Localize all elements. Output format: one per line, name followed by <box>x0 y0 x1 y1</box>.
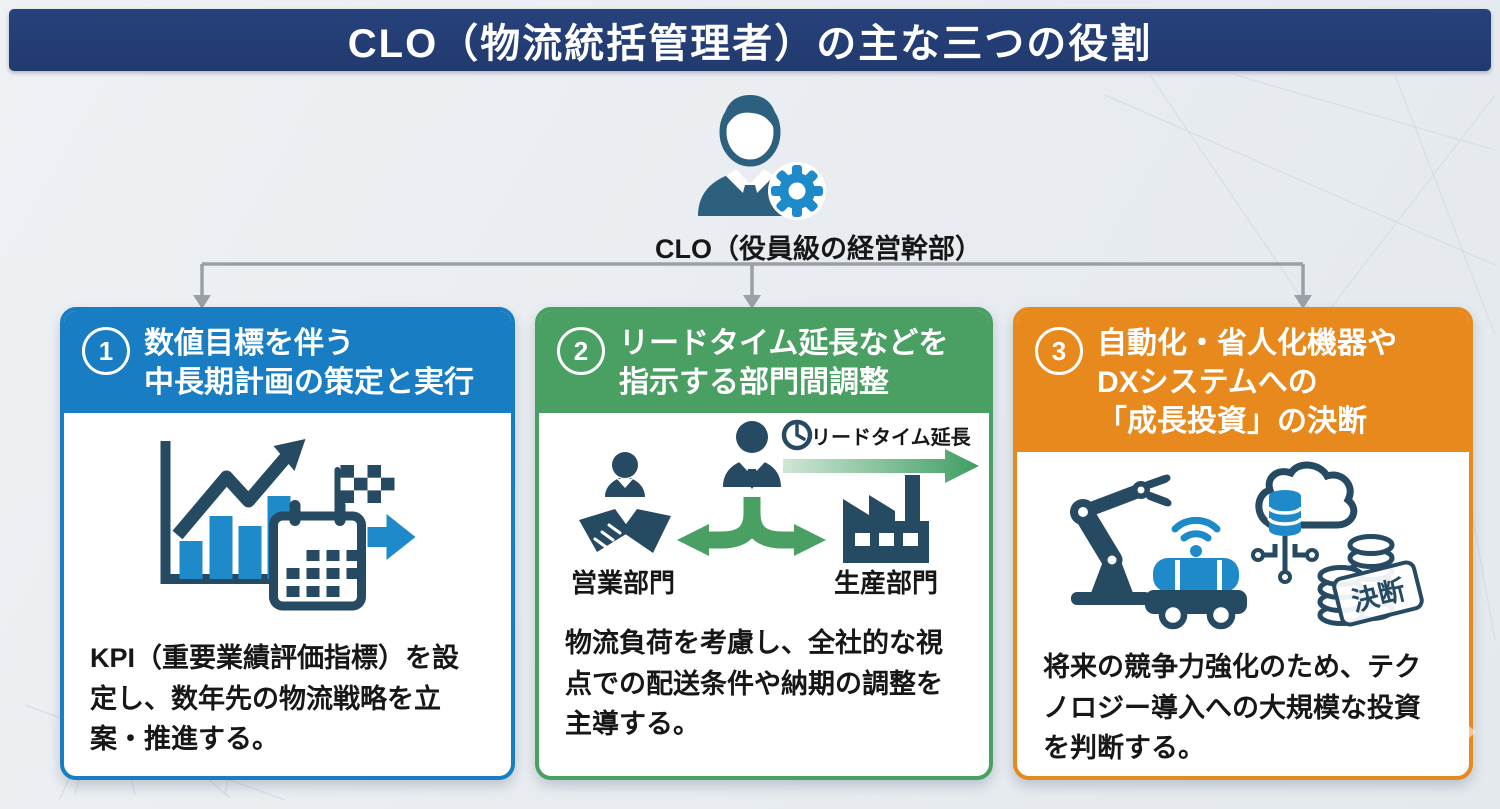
sales-division-label: 営業部門 <box>570 568 675 598</box>
card3-illustration: 決断 <box>1017 452 1469 637</box>
card1-title: 数値目標を伴う 中長期計画の策定と実行 <box>144 324 474 402</box>
card2-illustration-graphic <box>579 419 979 563</box>
page-edge-arrow-watermark <box>1436 698 1476 766</box>
card1-title-line2: 中長期計画の策定と実行 <box>144 366 474 399</box>
card1-illustration-graphic <box>160 439 416 611</box>
production-division-label: 生産部門 <box>833 568 938 598</box>
connector-arrows <box>193 262 1312 309</box>
card1-header: 1 数値目標を伴う 中長期計画の策定と実行 <box>64 311 511 413</box>
handshake-icon <box>579 452 671 553</box>
card1-number-badge: 1 <box>82 327 130 375</box>
wifi-icon <box>1171 516 1221 557</box>
page-title: CLO（物流統括管理者）の主な三つの役割 <box>347 22 1153 66</box>
card2-header: 2 リードタイム延長などを 指示する部門間調整 <box>539 311 989 413</box>
lead-time-arrow-label: リードタイム延長 <box>811 427 971 449</box>
card3-number-badge: 3 <box>1035 327 1083 375</box>
card2-number-badge: 2 <box>557 327 605 375</box>
card3-title: 自動化・省人化機器や DXシステムへの 「成長投資」の決断 <box>1097 324 1397 441</box>
card3-title-line1: 自動化・省人化機器や <box>1097 327 1397 360</box>
cloud-database-icon <box>1251 461 1358 584</box>
growth-arrow-icon <box>172 439 306 540</box>
card2-title: リードタイム延長などを 指示する部門間調整 <box>619 324 948 402</box>
factory-icon <box>843 475 929 563</box>
branch-arrows-icon <box>677 497 826 556</box>
card3-title-line3: 「成長投資」の決断 <box>1097 405 1367 438</box>
card2-illustration: リードタイム延長 営業部門 生産部門 <box>539 413 989 613</box>
card2-title-line2: 指示する部門間調整 <box>619 366 889 399</box>
agv-vehicle-icon <box>1145 558 1247 630</box>
card1-description: KPI（重要業績評価指標）を設定し、数年先の物流戦略を立案・推進する。 <box>90 643 460 754</box>
role-card-3: 3 自動化・省人化機器や DXシステムへの 「成長投資」の決断 <box>1013 307 1473 780</box>
clock-icon <box>781 419 813 451</box>
card3-header: 3 自動化・省人化機器や DXシステムへの 「成長投資」の決断 <box>1017 311 1469 452</box>
card2-title-line1: リードタイム延長などを <box>619 327 949 360</box>
card1-title-line1: 数値目標を伴う <box>144 327 354 360</box>
gear-icon <box>768 162 826 220</box>
robot-arm-icon <box>1070 474 1172 605</box>
forward-arrow-icon <box>367 514 416 560</box>
clo-figure: CLO（役員級の経営幹部） <box>655 88 982 266</box>
clo-person-icon <box>723 421 781 489</box>
card3-description: 将来の競争力強化のため、テクノロジー導入への大規模な投資を判断する。 <box>1043 652 1421 763</box>
role-card-2: 2 リードタイム延長などを 指示する部門間調整 <box>535 307 993 780</box>
lead-time-arrow-icon <box>783 449 979 483</box>
card1-illustration <box>64 413 511 628</box>
arrowheads <box>193 295 1312 309</box>
card3-title-line2: DXシステムへの <box>1097 366 1318 399</box>
role-card-1: 1 数値目標を伴う 中長期計画の策定と実行 <box>60 307 515 780</box>
clo-figure-graphic <box>698 95 826 220</box>
card2-description: 物流負荷を考慮し、全社的な視点での配送条件や納期の調整を主導する。 <box>565 628 943 739</box>
title-banner: CLO（物流統括管理者）の主な三つの役割 <box>9 9 1491 71</box>
calendar-icon <box>269 500 366 611</box>
